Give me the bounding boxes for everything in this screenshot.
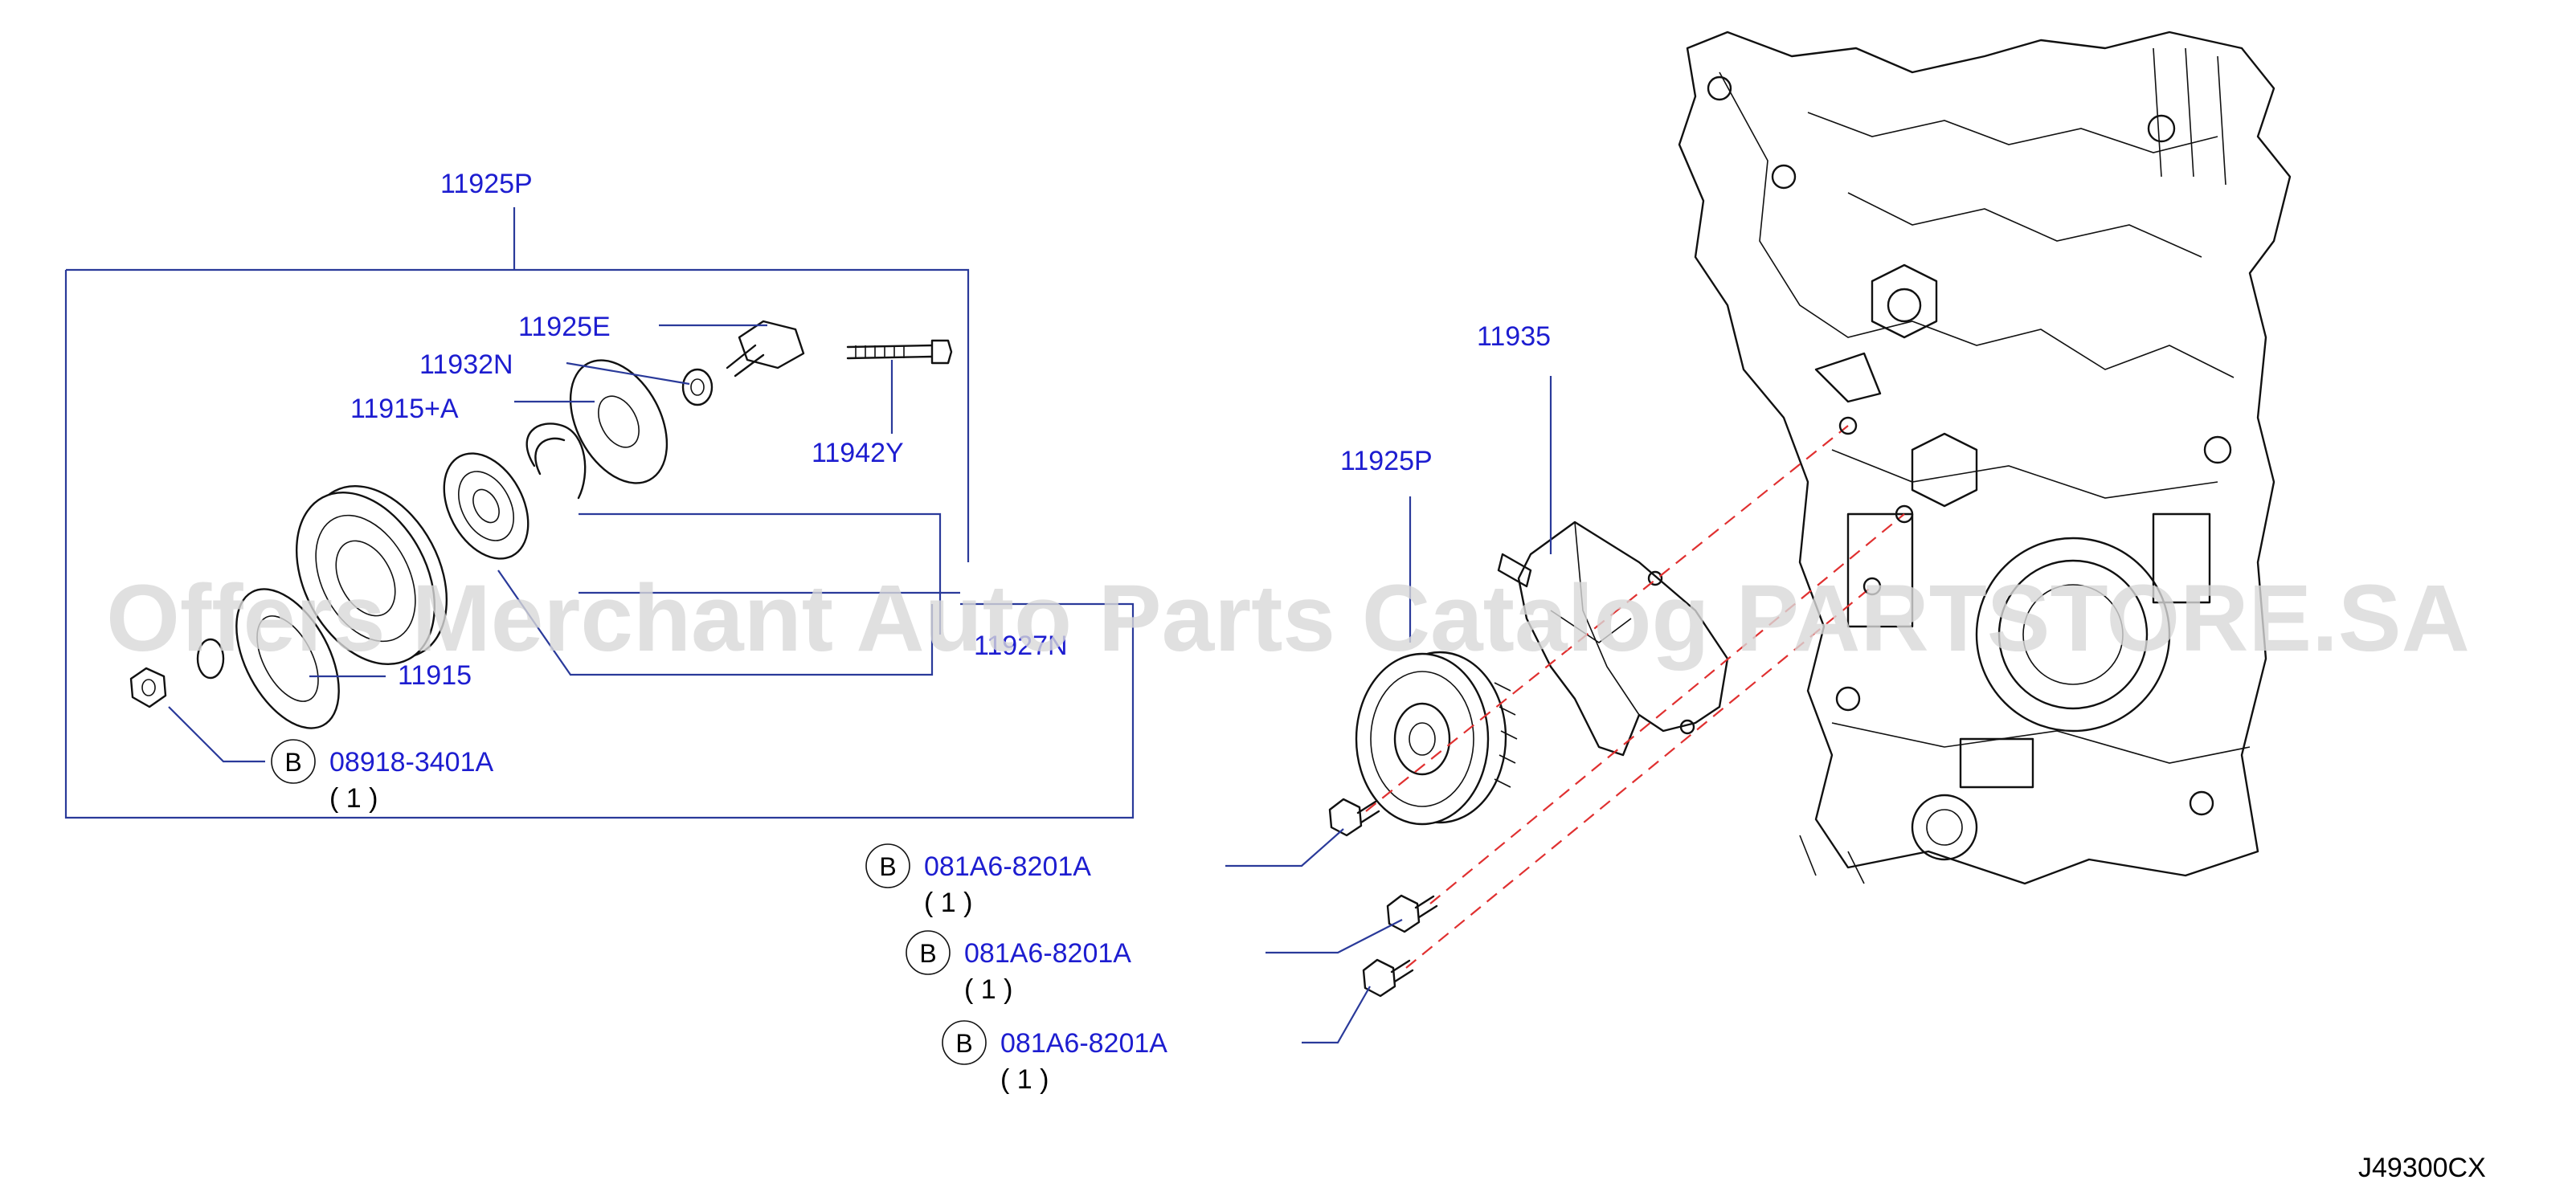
fastener-callout-3: B 081A6-8201A ( 1 ) xyxy=(942,1020,1167,1095)
fastener-1-letter: B xyxy=(879,852,896,881)
fastener-callout-1: B 081A6-8201A ( 1 ) xyxy=(865,843,1091,918)
fastener-3-part-number: 081A6-8201A xyxy=(1000,1028,1167,1059)
fastener-callout-0: B 08918-3401A ( 1 ) xyxy=(271,739,494,814)
callout-11935: 11935 xyxy=(1477,321,1551,352)
callout-11915-a: 11915+A xyxy=(350,394,459,424)
fastener-2-letter: B xyxy=(919,939,936,968)
engine-front-cover-drawing xyxy=(1678,31,2292,885)
fastener-1-part-number: 081A6-8201A xyxy=(924,851,1091,882)
fastener-0-quantity: ( 1 ) xyxy=(329,783,378,814)
callout-11925p-assembly: 11925P xyxy=(440,169,533,199)
fastener-0-letter: B xyxy=(284,748,301,777)
callout-11925p-pulley: 11925P xyxy=(1340,446,1433,476)
exploded-assembly-drawing xyxy=(129,320,953,729)
callout-11932n: 11932N xyxy=(419,349,513,380)
fastener-3-letter: B xyxy=(955,1029,972,1058)
fastener-2-quantity: ( 1 ) xyxy=(964,974,1012,1005)
leader-lines xyxy=(64,207,1552,1044)
watermark-text: Offers Merchant Auto Parts Catalog PARTS… xyxy=(106,565,2470,672)
fastener-callout-2: B 081A6-8201A ( 1 ) xyxy=(906,930,1131,1005)
idler-pulley-drawing xyxy=(1355,651,1518,826)
pulley-bolt-drawings xyxy=(1328,798,1438,998)
diagram-code: J49300CX xyxy=(2358,1153,2486,1183)
fastener-1-quantity: ( 1 ) xyxy=(924,888,972,918)
callout-labels: 11925P 11925E 11932N 11915+A 11942Y 1191… xyxy=(350,169,1551,691)
fastener-3-quantity: ( 1 ) xyxy=(1000,1064,1049,1095)
fastener-2-part-number: 081A6-8201A xyxy=(964,938,1131,969)
callout-11942y: 11942Y xyxy=(812,438,904,468)
callout-11925e: 11925E xyxy=(518,312,611,342)
idler-bracket-drawing xyxy=(1497,520,1729,757)
fastener-0-part-number: 08918-3401A xyxy=(329,747,494,778)
callout-11915: 11915 xyxy=(398,660,472,691)
alignment-dashed-lines xyxy=(1365,416,1914,969)
callout-11927n: 11927N xyxy=(974,631,1068,661)
